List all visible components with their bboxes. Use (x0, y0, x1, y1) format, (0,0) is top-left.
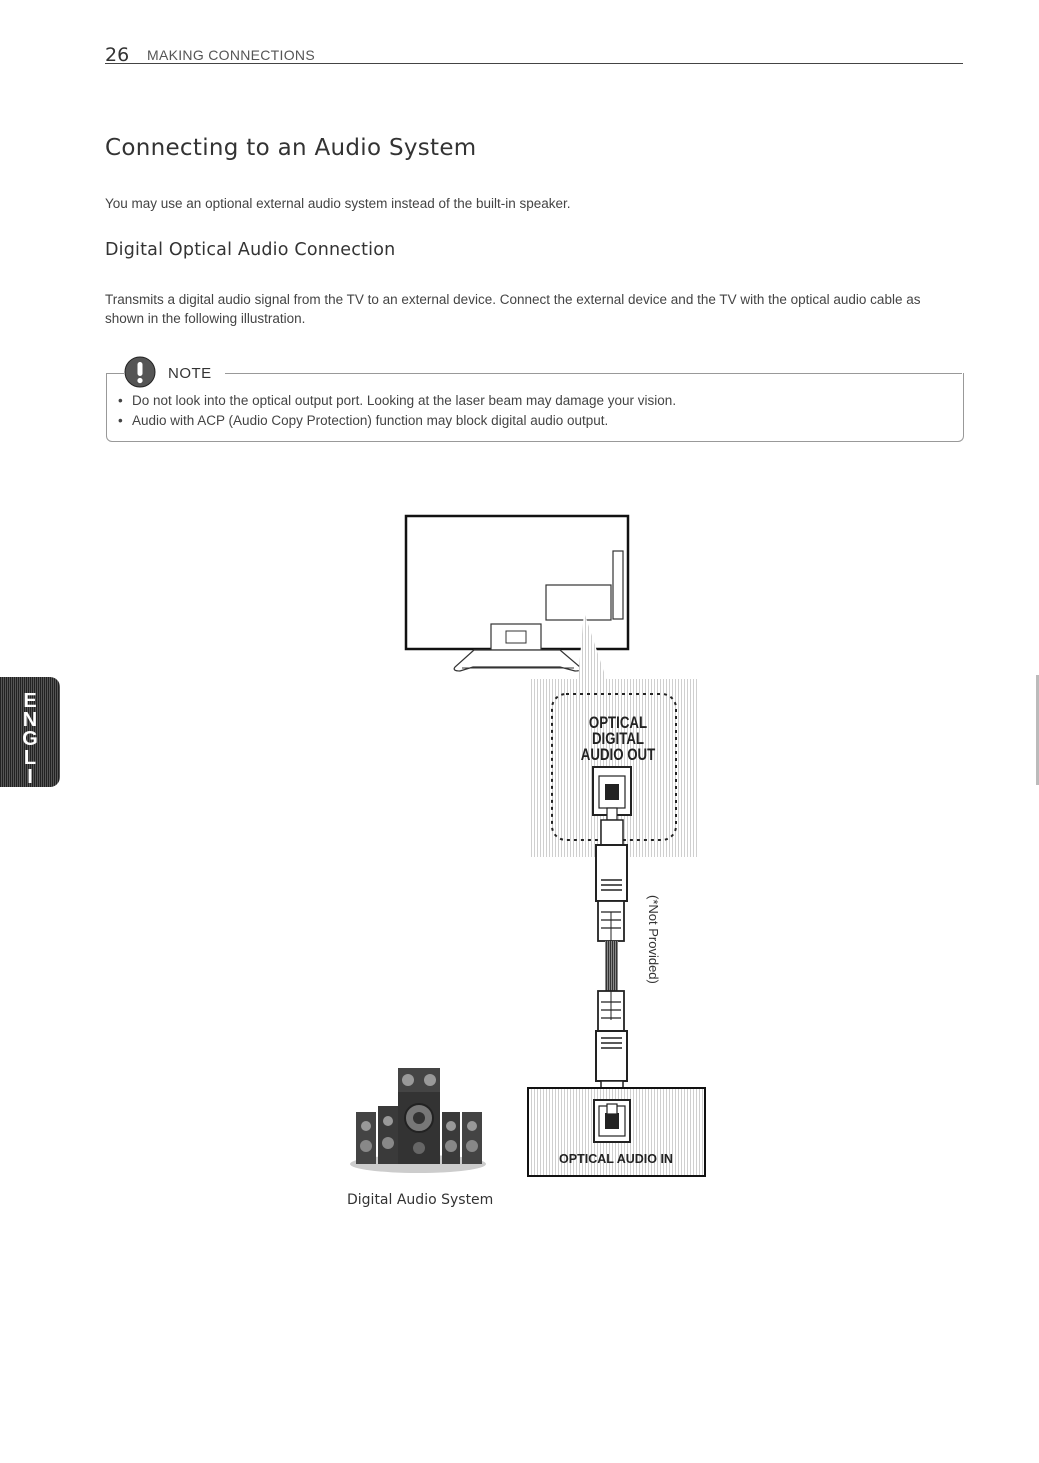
cable-not-provided-label: (*Not Provided) (646, 895, 661, 984)
zoom-callout (577, 612, 610, 690)
page-title: Connecting to an Audio System (105, 135, 477, 161)
note-border-top (225, 373, 962, 374)
subsection-title: Digital Optical Audio Connection (105, 240, 396, 260)
note-box (106, 373, 964, 442)
note-list: Do not look into the optical output port… (118, 391, 676, 431)
digital-audio-system-label: Digital Audio System (347, 1192, 494, 1208)
note-border-top-left (106, 373, 124, 374)
port-label-optical: OPTICAL (588, 713, 648, 732)
header-divider (105, 63, 963, 64)
port-dotted-frame (551, 693, 677, 841)
tv-back-illustration (404, 514, 630, 672)
port-label-digital: DIGITAL (591, 729, 645, 748)
audio-system-speakers-icon (350, 1068, 486, 1173)
body-paragraph: Transmits a digital audio signal from th… (105, 292, 921, 326)
optical-audio-in-label: OPTICAL AUDIO IN (559, 1152, 673, 1166)
page-number: 26 (105, 44, 130, 66)
note-item: Audio with ACP (Audio Copy Protection) f… (118, 411, 676, 431)
optical-in-panel (527, 1087, 706, 1177)
optical-out-port (592, 766, 632, 816)
page-edge-mark (1036, 675, 1039, 785)
note-label: NOTE (168, 365, 212, 382)
intro-text: You may use an optional external audio s… (105, 196, 571, 211)
section-title: MAKING CONNECTIONS (147, 47, 315, 63)
port-label-audio-out: AUDIO OUT (580, 745, 656, 764)
language-tab (0, 677, 60, 787)
note-item: Do not look into the optical output port… (118, 391, 676, 411)
optical-cable (595, 807, 628, 1115)
language-tab-label: ENGLISH (19, 690, 41, 823)
note-exclamation-icon (124, 356, 156, 388)
